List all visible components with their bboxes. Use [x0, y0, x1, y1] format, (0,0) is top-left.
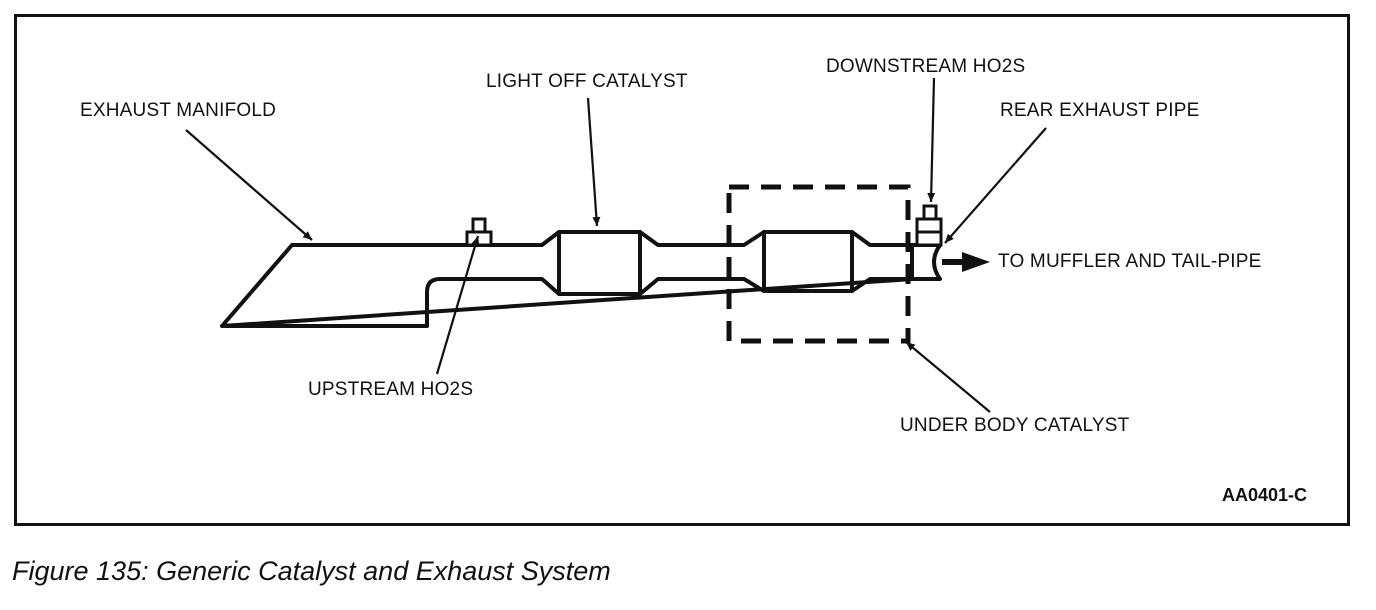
leader-upstream-ho2s [435, 235, 480, 375]
rear-exhaust-pipe-shape [910, 243, 942, 281]
label-upstream-ho2s: UPSTREAM HO2S [308, 379, 474, 400]
exhaust-manifold-shape [220, 230, 914, 328]
label-exhaust-manifold: EXHAUST MANIFOLD [80, 100, 277, 121]
leader-rear-exhaust-pipe [944, 127, 1047, 244]
label-to-muffler: TO MUFFLER AND TAIL-PIPE [998, 251, 1262, 272]
leader-exhaust-manifold [185, 129, 313, 241]
label-light-off-catalyst: LIGHT OFF CATALYST [486, 71, 688, 92]
under-body-catalyst-box [726, 184, 911, 344]
upstream-ho2s-sensor [465, 217, 493, 247]
figure-caption: Figure 135: Generic Catalyst and Exhaust… [12, 556, 611, 586]
label-rear-exhaust-pipe: REAR EXHAUST PIPE [1000, 100, 1200, 121]
leader-under-body-catalyst [905, 341, 991, 413]
label-downstream-ho2s: DOWNSTREAM HO2S [826, 56, 1026, 77]
figure-code: AA0401-C [1222, 485, 1308, 505]
label-under-body-catalyst: UNDER BODY CATALYST [900, 415, 1130, 436]
downstream-ho2s-sensor [915, 204, 943, 247]
leader-light-off-catalyst [586, 97, 601, 227]
leader-downstream-ho2s [927, 77, 936, 203]
diagram-frame [14, 14, 1350, 526]
flow-arrow [942, 252, 990, 272]
